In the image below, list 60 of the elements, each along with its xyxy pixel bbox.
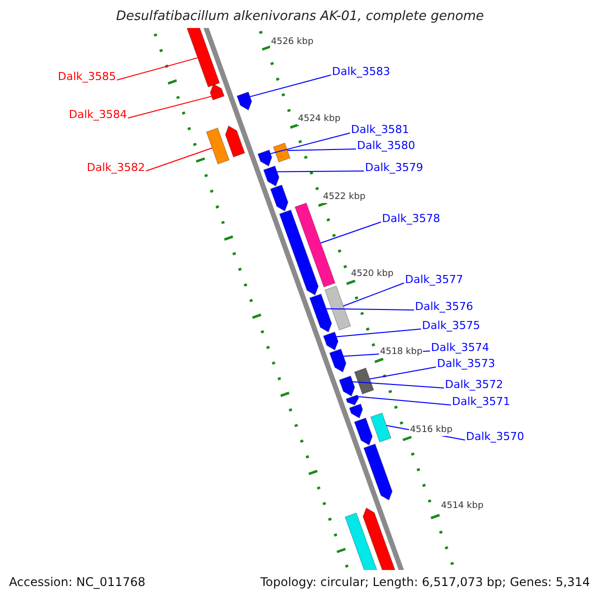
gene-label: Dalk_3573 — [437, 357, 496, 371]
gene-shape — [210, 83, 225, 100]
gene-shape — [224, 125, 246, 158]
leader-line — [320, 222, 382, 244]
leader-line — [286, 148, 356, 151]
gene-label: Dalk_3570 — [466, 430, 524, 444]
gene-shape — [236, 92, 252, 111]
gene-shape — [348, 403, 364, 419]
scale-label: 4520 kbp — [350, 269, 394, 280]
gene-shape — [370, 412, 392, 442]
gene-shape — [354, 368, 374, 394]
leader-line — [352, 381, 444, 388]
footer-text: Topology: circular; Length: 6,517,073 bp; Genes: 5,314 — [260, 575, 590, 589]
leader-line — [270, 132, 350, 154]
gene-label: Dalk_3583 — [332, 65, 390, 79]
leader-line — [342, 282, 404, 306]
gene-label: Dalk_3580 — [357, 139, 416, 153]
scale-label: 4518 kbp — [379, 347, 424, 358]
gene-shape — [186, 28, 220, 88]
scale-label: 4524 kbp — [297, 114, 342, 125]
gene-shape — [324, 286, 352, 330]
gene-shape — [272, 142, 291, 162]
gene-shape — [346, 394, 360, 406]
gene-shape — [329, 348, 346, 373]
scale-label: 4522 kbp — [322, 192, 366, 203]
gene-label: Dalk_3578 — [382, 212, 440, 226]
title: Desulfatibacillum alkenivorans AK-01, complete genome — [115, 10, 485, 24]
gene-label: Dalk_3584 — [68, 108, 127, 122]
gene-label: Dalk_3581 — [351, 123, 410, 137]
leader-line — [128, 96, 212, 118]
leader-line — [250, 74, 332, 98]
leader-line — [358, 396, 452, 406]
gene-shape — [309, 294, 332, 333]
gene-shape — [363, 444, 393, 501]
gene-shape — [206, 127, 230, 164]
leader-line — [116, 57, 198, 80]
gene-shape — [294, 202, 336, 288]
scale-label: 4526 kbp — [270, 37, 314, 48]
gene-shape — [263, 166, 280, 187]
gene-shape — [322, 332, 339, 351]
leader-line — [326, 308, 414, 310]
gene-shape — [278, 210, 319, 296]
gene-shape — [257, 149, 272, 167]
gene-label: Dalk_3574 — [431, 341, 490, 355]
gene-label: Dalk_3572 — [445, 378, 504, 392]
gene-label: Dalk_3585 — [58, 70, 116, 84]
scale-label: 4514 kbp — [440, 501, 484, 512]
gene-label: Dalk_3576 — [415, 300, 474, 314]
gene-label: Dalk_3582 — [86, 161, 145, 175]
scale-label: 4516 kbp — [409, 425, 454, 436]
leader-line — [146, 148, 213, 172]
leader-line — [369, 366, 436, 380]
gene-label: Dalk_3577 — [405, 273, 464, 287]
gene-label: Dalk_3571 — [452, 395, 510, 409]
footer-text: Accession: NC_011768 — [9, 575, 146, 589]
gene-shape — [270, 184, 288, 212]
gene-label: Dalk_3575 — [422, 319, 480, 333]
leader-line — [276, 170, 364, 172]
leader-line — [336, 328, 422, 338]
gene-label: Dalk_3579 — [365, 161, 424, 175]
